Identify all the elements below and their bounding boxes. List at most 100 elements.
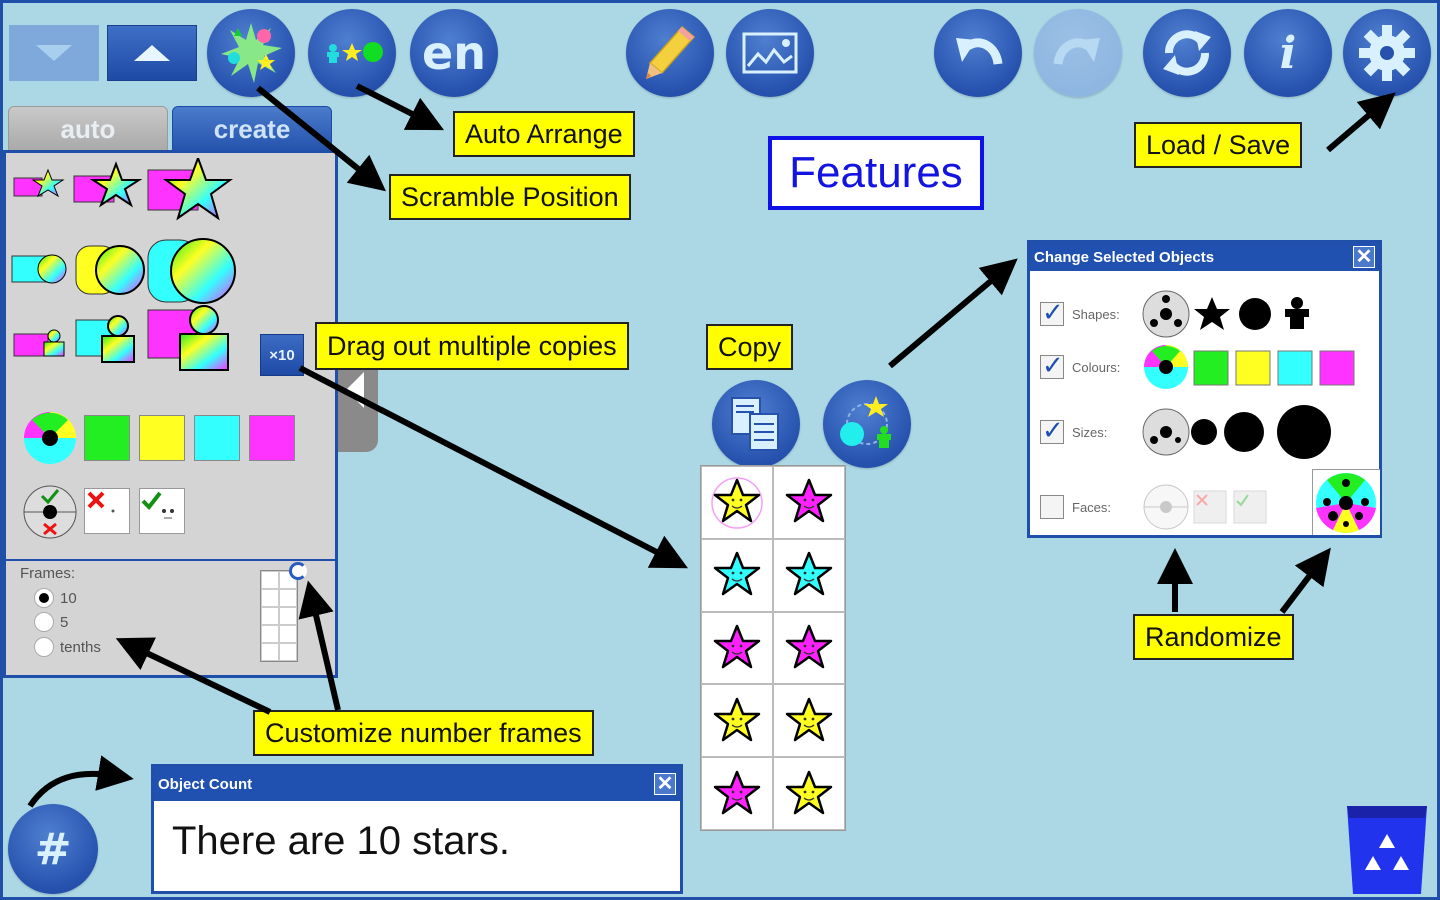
frame-cell[interactable]	[701, 538, 773, 612]
star-object[interactable]	[709, 547, 765, 603]
panel-collapse-handle[interactable]	[338, 364, 378, 452]
close-icon[interactable]: ✕	[1353, 246, 1375, 268]
settings-button[interactable]	[1343, 9, 1431, 97]
frame-cell[interactable]	[701, 684, 773, 758]
radio-button[interactable]	[34, 637, 54, 657]
undo-button[interactable]	[934, 9, 1022, 97]
face-option[interactable]	[139, 488, 185, 534]
copy-button[interactable]	[712, 380, 800, 468]
arrow-left-icon	[346, 372, 364, 408]
recycle-icon	[1365, 834, 1409, 870]
object-count-dialog: Object Count ✕ There are 10 stars.	[151, 764, 683, 894]
shape-star-medium[interactable]	[73, 161, 143, 208]
star-object[interactable]	[709, 766, 765, 822]
object-count-button[interactable]: #	[8, 804, 98, 894]
frame-option-5[interactable]: 5	[34, 612, 68, 632]
color-swatch-yellow[interactable]	[139, 415, 185, 461]
callout-auto-arrange: Auto Arrange	[453, 111, 635, 157]
redo-icon	[1053, 38, 1100, 65]
faces-checkbox[interactable]	[1040, 495, 1064, 519]
pencil-icon	[646, 25, 696, 79]
no-face-option[interactable]	[84, 488, 130, 534]
multiplier-button[interactable]: ×10	[260, 334, 304, 376]
colour-options[interactable]	[1142, 343, 1372, 391]
star-object[interactable]	[781, 693, 837, 749]
triangle-down-icon	[36, 45, 72, 61]
frame-cell[interactable]	[701, 466, 773, 539]
reset-button[interactable]	[1143, 9, 1231, 97]
ten-frame	[700, 465, 846, 831]
recycle-bin[interactable]	[1345, 804, 1429, 896]
frame-cell[interactable]	[773, 757, 845, 830]
arrow-randomize-2	[1279, 547, 1331, 614]
callout-drag-copies: Drag out multiple copies	[315, 322, 629, 370]
colours-checkbox[interactable]	[1040, 350, 1064, 381]
radio-button[interactable]	[34, 588, 54, 608]
shapes-row: Shapes:	[1040, 289, 1332, 339]
frame-cell[interactable]	[773, 466, 845, 539]
tab-auto[interactable]: auto	[8, 106, 168, 152]
shape-person-medium[interactable]	[75, 315, 135, 363]
frame-option-tenths[interactable]: tenths	[34, 637, 101, 657]
shape-circle-small[interactable]	[11, 254, 67, 284]
star-object[interactable]	[781, 474, 837, 530]
frame-cell[interactable]	[773, 611, 845, 685]
star-object[interactable]	[709, 474, 765, 530]
refresh-icon	[1163, 30, 1211, 76]
dialog-title-bar: Change Selected Objects ✕	[1030, 243, 1379, 271]
shuffle-shapes-icon	[840, 396, 891, 448]
star-object[interactable]	[709, 620, 765, 676]
star-object[interactable]	[709, 693, 765, 749]
frame-preview[interactable]	[260, 570, 298, 662]
star-object[interactable]	[781, 766, 837, 822]
arrow-object-count	[27, 755, 134, 808]
shape-circle-large[interactable]	[147, 238, 236, 304]
frame-cell[interactable]	[773, 684, 845, 758]
rotate-frame-icon[interactable]	[289, 562, 307, 580]
image-icon	[742, 32, 798, 74]
undo-icon	[956, 38, 1003, 65]
shape-circle-medium[interactable]	[75, 245, 145, 295]
frame-cell[interactable]	[701, 757, 773, 830]
language-button[interactable]: en	[410, 9, 498, 97]
info-button[interactable]: i	[1244, 9, 1332, 97]
draw-button[interactable]	[626, 9, 714, 97]
shape-person-small[interactable]	[13, 329, 65, 357]
background-image-button[interactable]	[726, 9, 814, 97]
color-swatch-magenta[interactable]	[249, 415, 295, 461]
tab-create[interactable]: create	[172, 106, 332, 152]
arrow-load-save	[1326, 92, 1396, 153]
radio-button[interactable]	[34, 612, 54, 632]
shape-person-large[interactable]	[147, 305, 229, 371]
scramble-splat-icon	[221, 23, 282, 83]
randomize-all-button[interactable]	[1312, 469, 1380, 535]
callout-number-frames: Customize number frames	[253, 710, 594, 756]
star-object[interactable]	[781, 547, 837, 603]
arrow-change-objects	[888, 258, 1018, 369]
scroll-up-button[interactable]	[107, 25, 197, 81]
frame-option-10[interactable]: 10	[34, 588, 77, 608]
frame-cell[interactable]	[773, 538, 845, 612]
frame-cell[interactable]	[701, 611, 773, 685]
shape-star-large[interactable]	[147, 158, 234, 221]
shapes-checkbox[interactable]	[1040, 297, 1064, 328]
change-objects-button[interactable]	[823, 380, 911, 468]
random-color-wheel[interactable]	[22, 410, 78, 466]
sizes-checkbox[interactable]	[1040, 415, 1064, 446]
size-options[interactable]	[1142, 400, 1342, 464]
object-count-text: There are 10 stars.	[172, 819, 510, 863]
scramble-button[interactable]	[207, 9, 295, 97]
close-icon[interactable]: ✕	[654, 773, 676, 795]
color-swatch-green[interactable]	[84, 415, 130, 461]
random-face-selector[interactable]	[22, 484, 78, 540]
shape-options[interactable]	[1142, 289, 1332, 339]
star-object[interactable]	[781, 620, 837, 676]
scroll-down-button[interactable]	[9, 25, 99, 81]
color-swatch-cyan[interactable]	[194, 415, 240, 461]
face-options[interactable]	[1142, 483, 1282, 531]
shape-star-small[interactable]	[13, 168, 65, 198]
callout-scramble: Scramble Position	[389, 174, 631, 220]
redo-button[interactable]	[1034, 9, 1122, 97]
colours-row: Colours:	[1040, 343, 1372, 391]
auto-arrange-button[interactable]	[308, 9, 396, 97]
